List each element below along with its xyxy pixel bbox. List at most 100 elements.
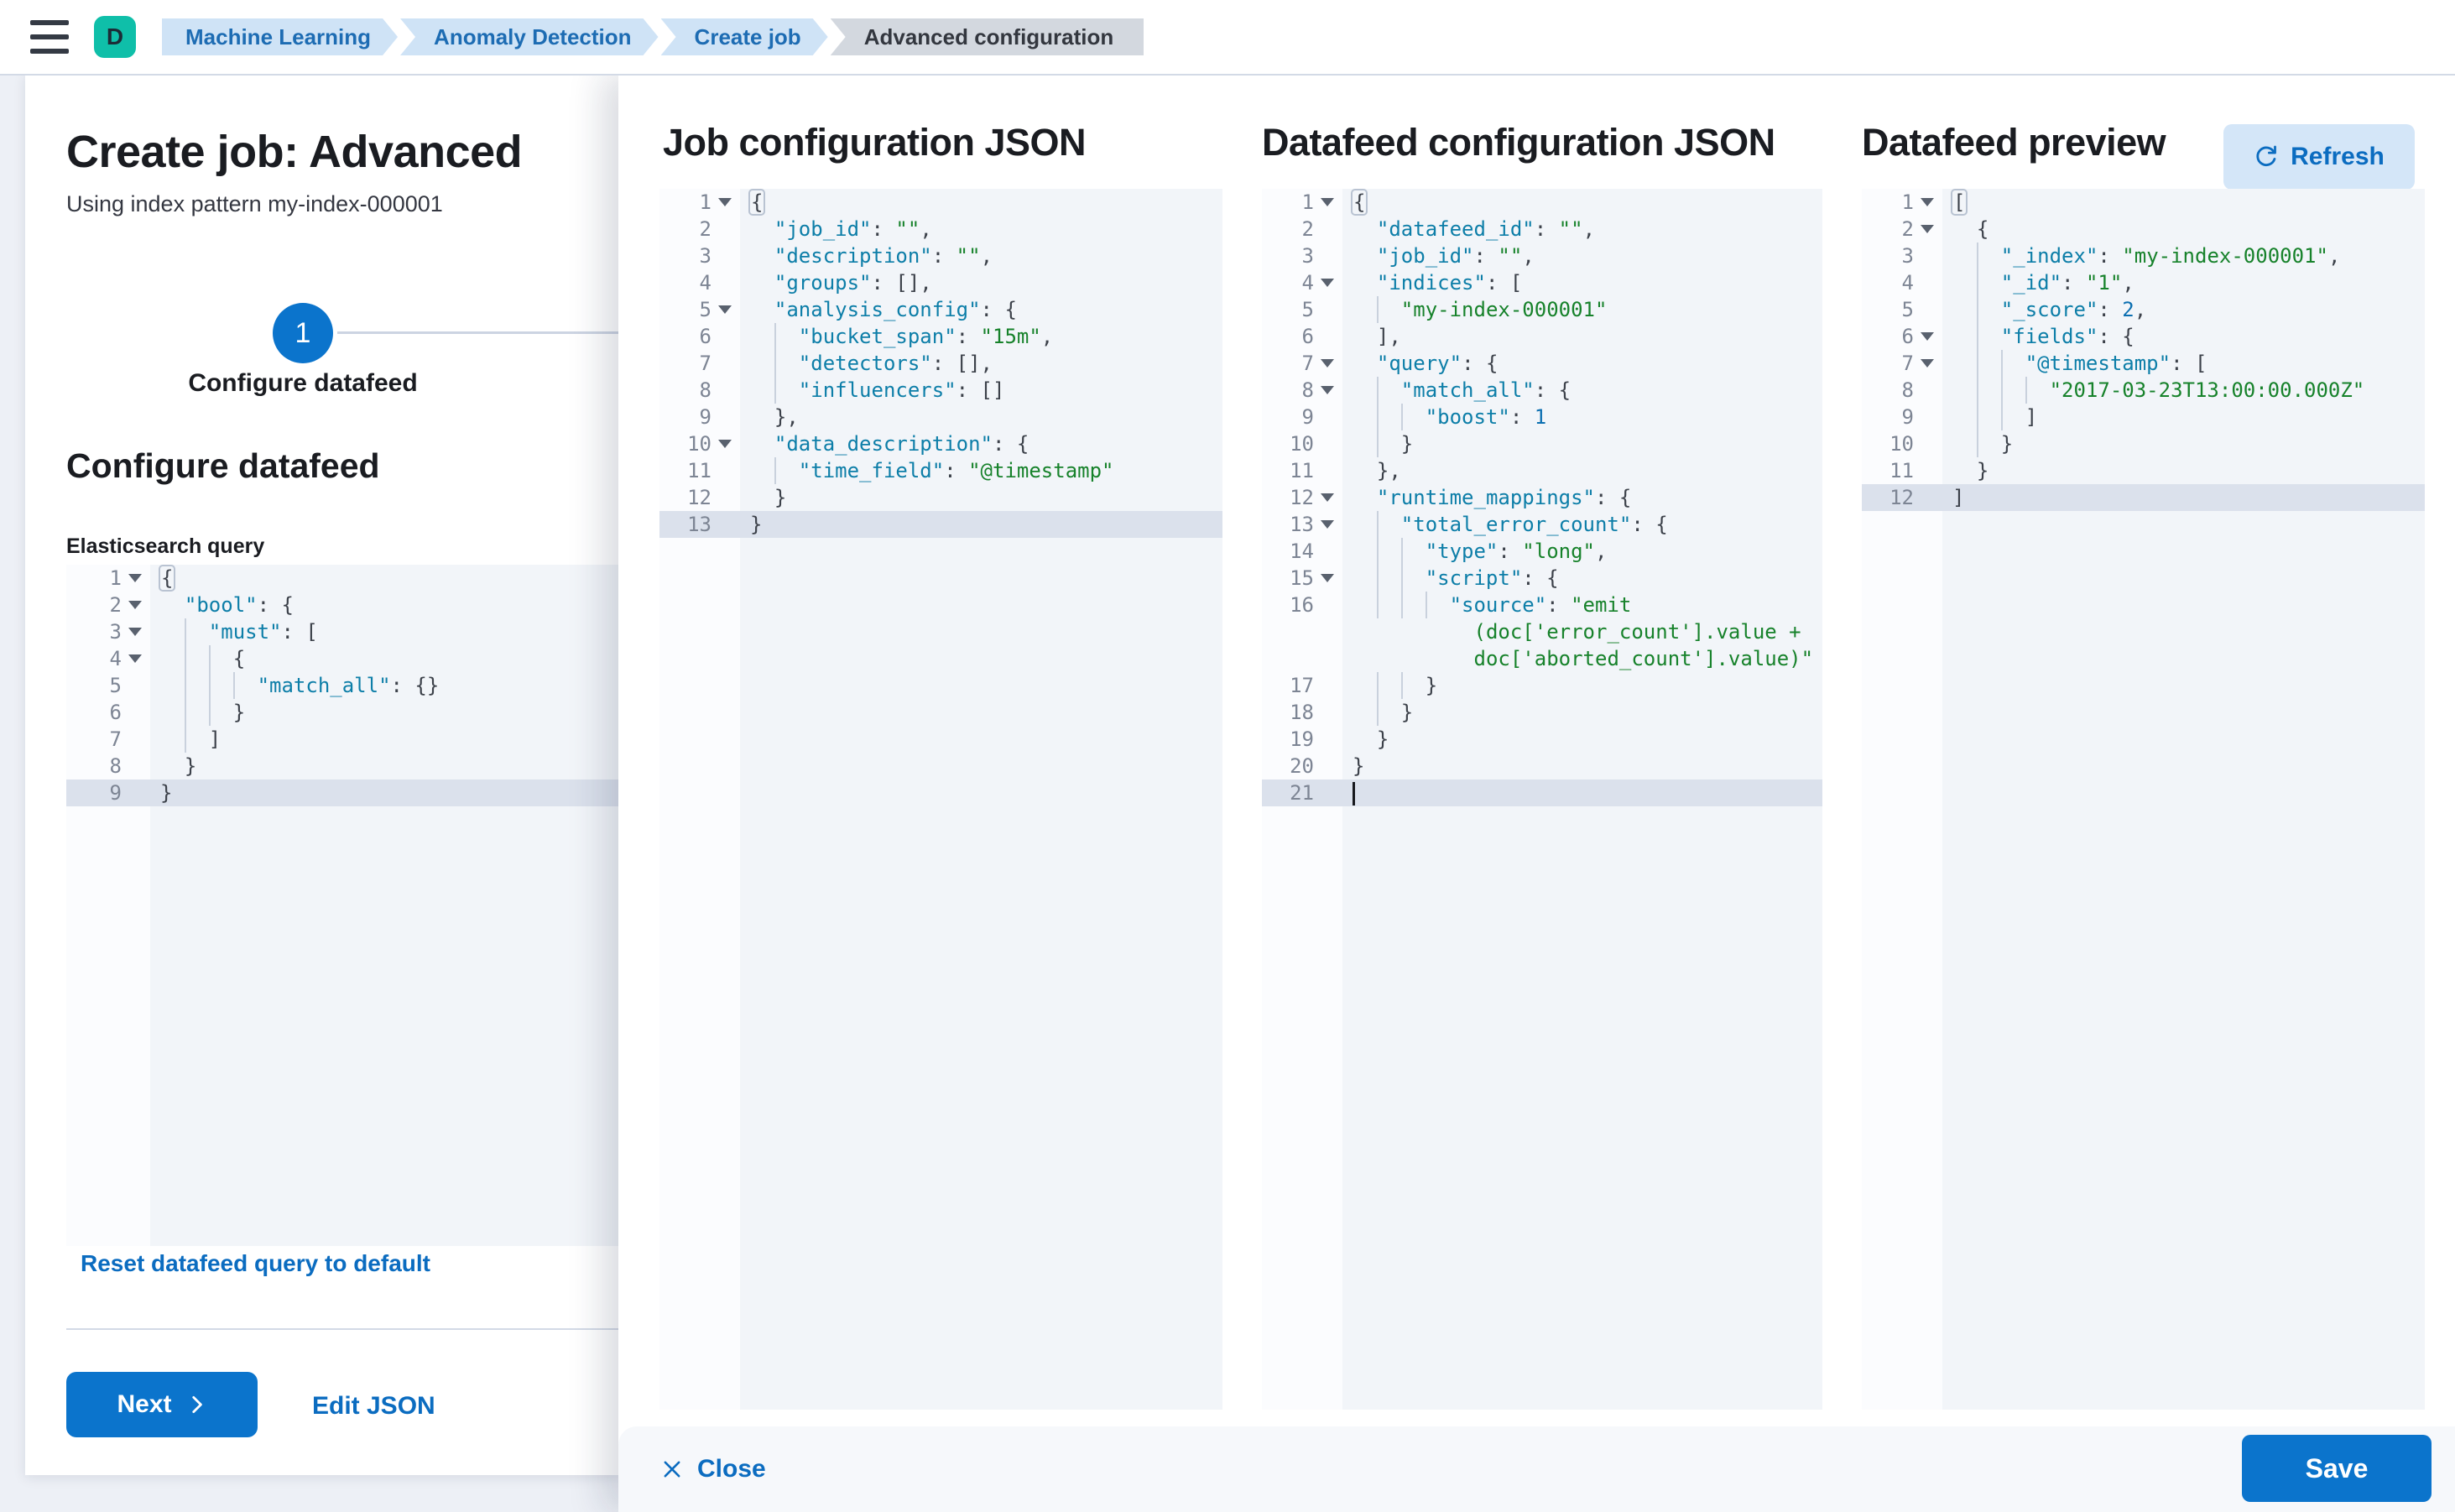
fold-toggle-icon[interactable]	[1321, 493, 1334, 502]
code-line: 3 "job_id": "",	[1262, 242, 1822, 269]
indent-guide	[1376, 672, 1401, 699]
fold-toggle-icon[interactable]	[718, 198, 732, 206]
save-button[interactable]: Save	[2242, 1435, 2432, 1502]
code-line: 4 "groups": [],	[659, 269, 1222, 296]
step-1-label: Configure datafeed	[188, 369, 418, 397]
indent-guide	[2025, 377, 2050, 404]
line-number: 5	[1901, 298, 1914, 321]
indent-guide	[1976, 323, 2001, 350]
line-number: 10	[1889, 432, 1914, 456]
fold-toggle-icon[interactable]	[128, 654, 142, 663]
code-line: 6 "bucket_span": "15m",	[659, 323, 1222, 350]
code-line: 21	[1262, 779, 1822, 806]
line-number: 14	[1290, 540, 1314, 563]
line-number: 5	[109, 674, 122, 697]
datafeed-config-json-editor[interactable]: 1{2 "datafeed_id": "",3 "job_id": "",4 "…	[1262, 189, 1822, 1410]
fold-toggle-icon[interactable]	[718, 305, 732, 314]
fold-toggle-icon[interactable]	[1321, 359, 1334, 368]
breadcrumb-anomaly-detection[interactable]: Anomaly Detection	[400, 18, 659, 55]
fold-toggle-icon[interactable]	[1321, 520, 1334, 529]
fold-toggle-icon[interactable]	[718, 440, 732, 448]
code-line: 1[	[1862, 189, 2425, 216]
fold-toggle-icon[interactable]	[1321, 198, 1334, 206]
refresh-button[interactable]: Refresh	[2223, 124, 2415, 190]
line-number: 2	[1901, 217, 1914, 241]
code-line: 19 }	[1262, 726, 1822, 753]
fold-toggle-icon[interactable]	[1921, 198, 1934, 206]
line-number: 8	[109, 754, 122, 778]
breadcrumb-advanced-configuration: Advanced configuration	[830, 18, 1144, 55]
close-button[interactable]: Close	[660, 1426, 766, 1512]
fold-toggle-icon[interactable]	[128, 601, 142, 609]
job-config-json-editor[interactable]: 1{2 "job_id": "",3 "description": "",4 "…	[659, 189, 1222, 1410]
indent-guide	[774, 377, 799, 404]
line-number: 12	[1889, 486, 1914, 509]
code-line: 9 "boost": 1	[1262, 404, 1822, 430]
line-number: 7	[1901, 352, 1914, 375]
datafeed-preview-editor[interactable]: 1[2 {3 "_index": "my-index-000001",4 "_i…	[1862, 189, 2425, 1410]
code-line: 4 {	[66, 645, 618, 672]
breadcrumb: Machine Learning Anomaly Detection Creat…	[162, 18, 1146, 55]
code-line: 2 {	[1862, 216, 2425, 242]
indent-guide	[1376, 592, 1401, 618]
fold-toggle-icon[interactable]	[128, 628, 142, 636]
indent-guide	[2000, 404, 2025, 430]
code-line: 20}	[1262, 753, 1822, 779]
line-number: 21	[1290, 781, 1314, 805]
line-number: 11	[1290, 459, 1314, 482]
indent-guide	[1376, 511, 1401, 538]
breadcrumb-create-job[interactable]: Create job	[661, 18, 828, 55]
code-line: 9 },	[659, 404, 1222, 430]
line-number: 17	[1290, 674, 1314, 697]
indent-guide	[2000, 350, 2025, 377]
top-navigation-bar: D Machine Learning Anomaly Detection Cre…	[0, 0, 2455, 76]
indent-guide	[1425, 592, 1450, 618]
line-number: 3	[699, 244, 711, 268]
fold-toggle-icon[interactable]	[1921, 332, 1934, 341]
fold-toggle-icon[interactable]	[1921, 225, 1934, 233]
code-line: 4 "indices": [	[1262, 269, 1822, 296]
text-cursor	[1353, 782, 1355, 806]
indent-guide	[1376, 377, 1401, 404]
line-number: 1	[1301, 190, 1314, 214]
fold-toggle-icon[interactable]	[1321, 574, 1334, 582]
line-number: 8	[699, 378, 711, 402]
code-line: 11 }	[1862, 457, 2425, 484]
line-number: 6	[109, 701, 122, 724]
edit-json-link[interactable]: Edit JSON	[312, 1392, 435, 1420]
indent-guide	[1976, 296, 2001, 323]
code-line: 7 "detectors": [],	[659, 350, 1222, 377]
fold-toggle-icon[interactable]	[128, 574, 142, 582]
close-button-label: Close	[697, 1455, 766, 1483]
line-number: 19	[1290, 727, 1314, 751]
breadcrumb-machine-learning[interactable]: Machine Learning	[162, 18, 398, 55]
line-number: 4	[109, 647, 122, 670]
reset-datafeed-query-link[interactable]: Reset datafeed query to default	[81, 1250, 430, 1276]
indent-guide	[1376, 404, 1401, 430]
elasticsearch-query-editor[interactable]: 1{2 "bool": {3 "must": [4 {5 "match_all"…	[66, 565, 618, 1246]
line-number: 1	[699, 190, 711, 214]
code-line: 2 "datafeed_id": "",	[1262, 216, 1822, 242]
indent-guide	[774, 457, 799, 484]
line-number: 8	[1301, 378, 1314, 402]
fold-toggle-icon[interactable]	[1321, 386, 1334, 394]
line-number: 4	[699, 271, 711, 295]
line-number: 3	[1301, 244, 1314, 268]
line-number: 9	[1301, 405, 1314, 429]
menu-icon[interactable]	[30, 20, 69, 54]
page-subtitle: Using index pattern my-index-000001	[66, 191, 443, 216]
next-button[interactable]: Next	[66, 1372, 258, 1437]
step-1-indicator[interactable]: 1	[273, 303, 333, 363]
code-line: 10 }	[1862, 430, 2425, 457]
elasticsearch-query-label: Elasticsearch query	[66, 534, 265, 558]
fold-toggle-icon[interactable]	[1921, 359, 1934, 368]
indent-guide	[1976, 269, 2001, 296]
line-number: 6	[1301, 325, 1314, 348]
avatar[interactable]: D	[94, 16, 136, 58]
code-line: doc['aborted_count'].value)"	[1262, 645, 1822, 672]
code-line: 7 "query": {	[1262, 350, 1822, 377]
fold-toggle-icon[interactable]	[1321, 279, 1334, 287]
indent-guide	[208, 699, 233, 726]
line-number: 6	[1901, 325, 1914, 348]
job-config-json-title: Job configuration JSON	[663, 121, 1087, 164]
